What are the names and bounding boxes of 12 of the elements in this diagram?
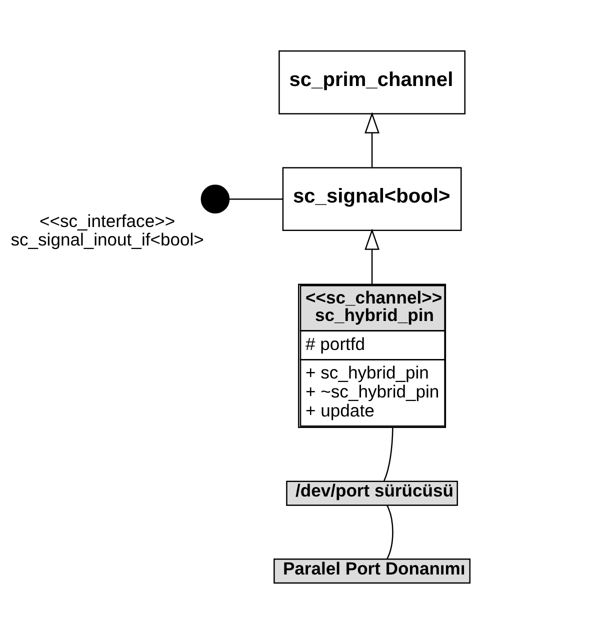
- node-box: Paralel Port Donanımı: [274, 558, 471, 584]
- connector: [386, 505, 394, 560]
- connector: [383, 428, 394, 482]
- arrow: [364, 228, 380, 284]
- arrow: [364, 112, 380, 168]
- node-circle: [200, 184, 230, 214]
- node-label: sc_signal_inout_if<bool>: [10, 230, 204, 250]
- connector: [229, 198, 283, 200]
- node-box: /dev/port sürücüsü: [286, 480, 458, 506]
- node-box: sc_prim_channel: [278, 50, 466, 114]
- node-box: sc_signal<bool>: [282, 167, 462, 232]
- node-label: <<sc_interface>>: [40, 210, 176, 231]
